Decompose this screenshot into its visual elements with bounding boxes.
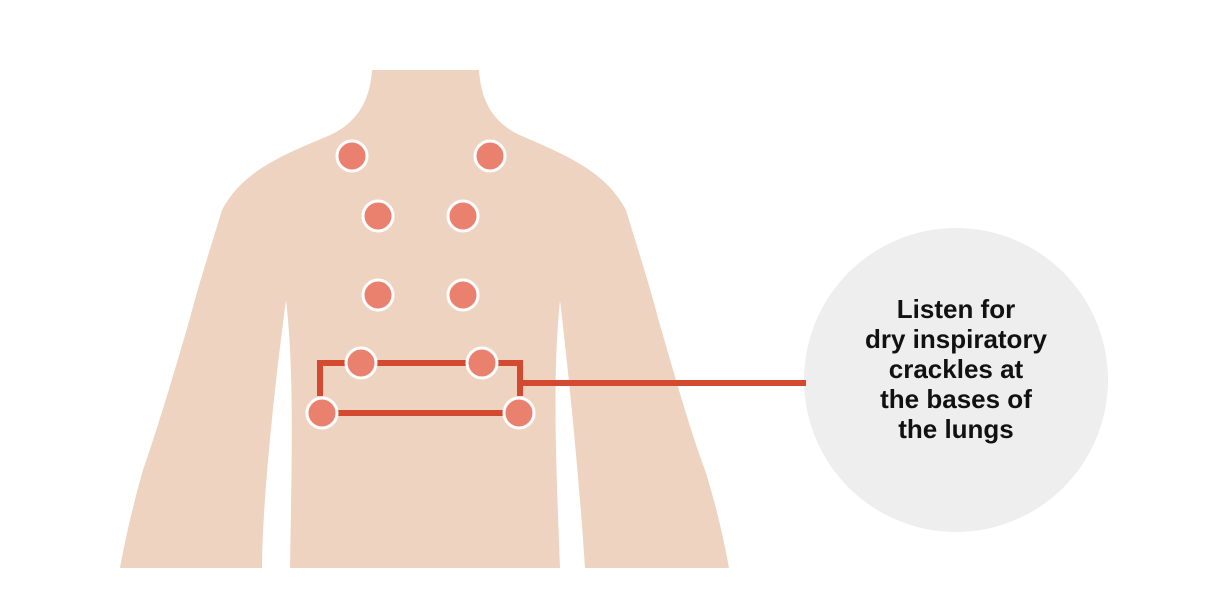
- auscultation-point-2: [473, 139, 507, 173]
- callout-line-5: the lungs: [898, 414, 1014, 444]
- callout-line-3: crackles at: [888, 354, 1024, 384]
- auscultation-point-4: [446, 199, 480, 233]
- auscultation-point-8: [465, 346, 499, 380]
- torso-silhouette: [120, 70, 729, 568]
- auscultation-point-10: [502, 396, 536, 430]
- auscultation-points: [305, 139, 536, 430]
- auscultation-point-6: [446, 278, 480, 312]
- callout-line-1: Listen for: [896, 294, 1016, 324]
- auscultation-point-9: [305, 396, 339, 430]
- callout-text: Listen for dry inspiratory crackles at t…: [808, 294, 1104, 444]
- auscultation-point-3: [361, 199, 395, 233]
- auscultation-point-5: [361, 278, 395, 312]
- callout-circle: [804, 228, 1108, 532]
- callout-line-2: dry inspiratory: [864, 324, 1048, 354]
- auscultation-point-1: [335, 139, 369, 173]
- callout-line-4: the bases of: [880, 384, 1032, 414]
- auscultation-point-7: [344, 346, 378, 380]
